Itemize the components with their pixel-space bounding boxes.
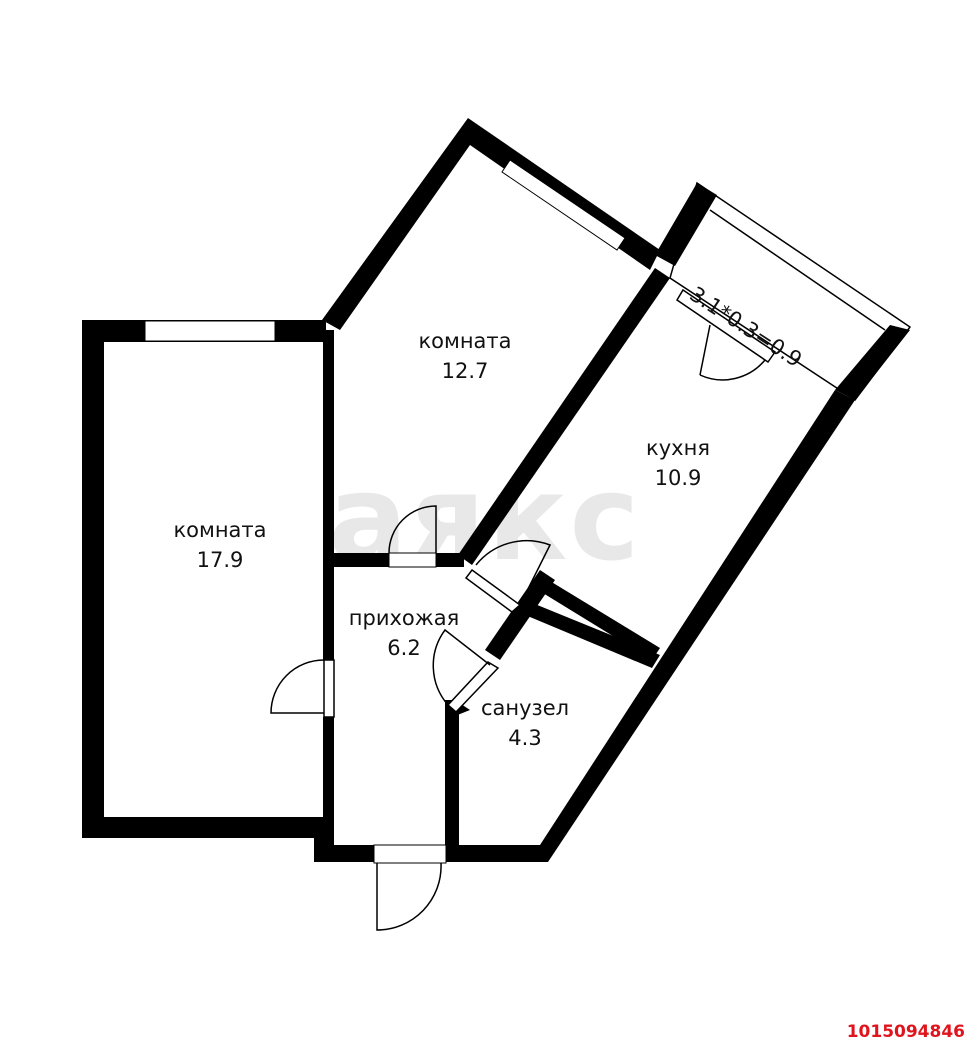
- wall-kitchen-divider: [458, 268, 670, 565]
- room-area: 17.9: [196, 548, 244, 572]
- wall-bottom: [314, 390, 855, 862]
- room-name: санузел: [480, 696, 570, 720]
- room-name: кухня: [646, 436, 710, 460]
- room-area: 12.7: [441, 359, 489, 383]
- room-area: 6.2: [387, 636, 421, 660]
- wall-divider: [323, 330, 334, 660]
- room-name: комната: [418, 329, 512, 353]
- wall-large-room: [82, 320, 326, 838]
- room-name: прихожая: [348, 606, 460, 630]
- room-name: комната: [173, 518, 267, 542]
- wall-balcony-left: [655, 183, 717, 266]
- room-area: 10.9: [654, 466, 702, 490]
- room-label-bathroom: санузел 4.3: [455, 693, 595, 753]
- room-area: 4.3: [508, 726, 542, 750]
- room-label-kitchen: кухня 10.9: [608, 433, 748, 493]
- wall-room-small: [322, 118, 660, 330]
- room-label-hallway: прихожая 6.2: [334, 603, 474, 663]
- room-label-large: комната 17.9: [150, 515, 290, 575]
- listing-id: 1015094846: [846, 1022, 965, 1042]
- room-label-small: комната 12.7: [395, 326, 535, 386]
